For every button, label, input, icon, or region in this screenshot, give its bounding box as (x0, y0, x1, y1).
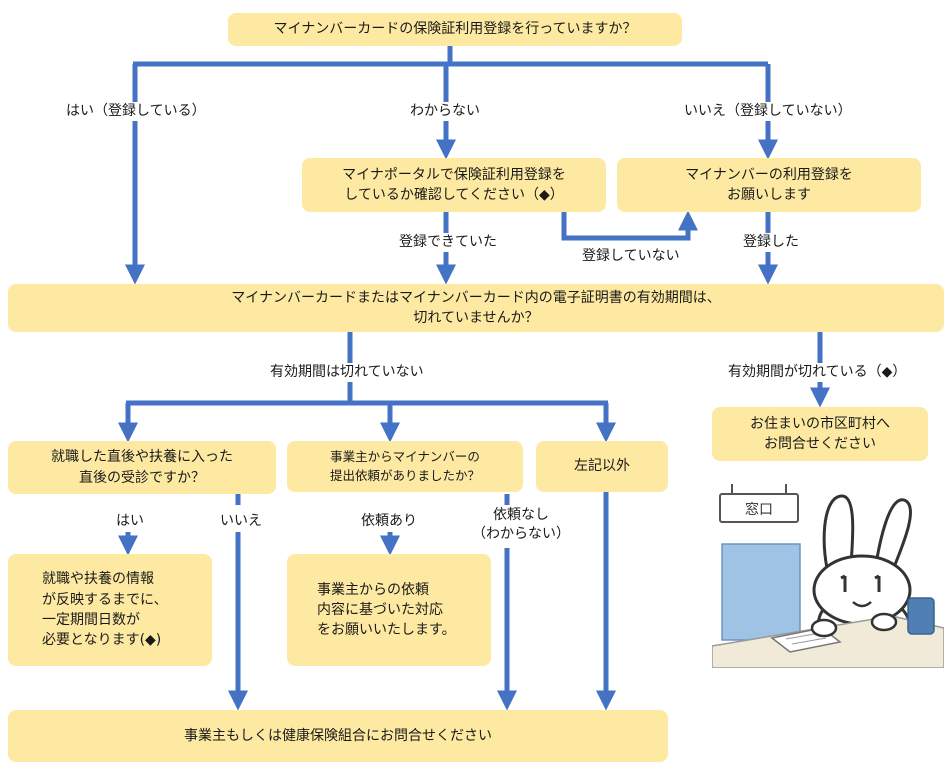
connector (561, 210, 698, 241)
label-not-registered: 登録していない (580, 247, 682, 266)
label-yes: はい (114, 512, 146, 531)
label-expired: 有効期間が切れている（◆） (726, 363, 909, 382)
label-yes-registered: はい（登録している） (64, 102, 208, 121)
employer-request-box: 事業主からの依頼 内容に基づいた対応 をお願いいたします。 (287, 554, 491, 666)
label-not-requested: 依頼なし （わからない） (470, 506, 572, 544)
question-validity: マイナンバーカードまたはマイナンバーカード内の電子証明書の有効期間は、 切れてい… (8, 284, 944, 332)
label-no: いいえ (218, 512, 264, 531)
label-could-register: 登録できていた (397, 233, 499, 252)
label-requested: 依頼あり (359, 512, 419, 531)
rabbit-mascot-icon: 窓口 (712, 484, 944, 668)
question-employer-request: 事業主からマイナンバーの 提出依頼がありましたか？ (287, 441, 523, 492)
register-request-box: マイナンバーの利用登録を お願いします (617, 158, 921, 212)
portal-check-box: マイナポータルで保険証利用登録を しているか確認してください（◆） (302, 158, 606, 212)
reflect-period-box: 就職や扶養の情報 が反映するまでに、 一定期間日数が 必要となります(◆) (8, 554, 212, 666)
contact-employer-box: 事業主もしくは健康保険組合にお問合せください (8, 710, 668, 762)
counter-sign-text: 窓口 (745, 501, 773, 518)
municipality-contact-box: お住まいの市区町村へ お問合せください (712, 407, 928, 461)
question-new-job: 就職した直後や扶養に入った 直後の受診ですか？ (8, 441, 276, 494)
label-registered: 登録した (741, 233, 801, 252)
label-no-registered: いいえ（登録していない） (682, 102, 854, 121)
question-card-registration: マイナンバーカードの保険証利用登録を行っていますか？ (228, 13, 682, 46)
label-not-expired: 有効期間は切れていない (268, 363, 426, 382)
other-box: 左記以外 (536, 441, 668, 492)
label-unknown: わからない (408, 102, 482, 121)
